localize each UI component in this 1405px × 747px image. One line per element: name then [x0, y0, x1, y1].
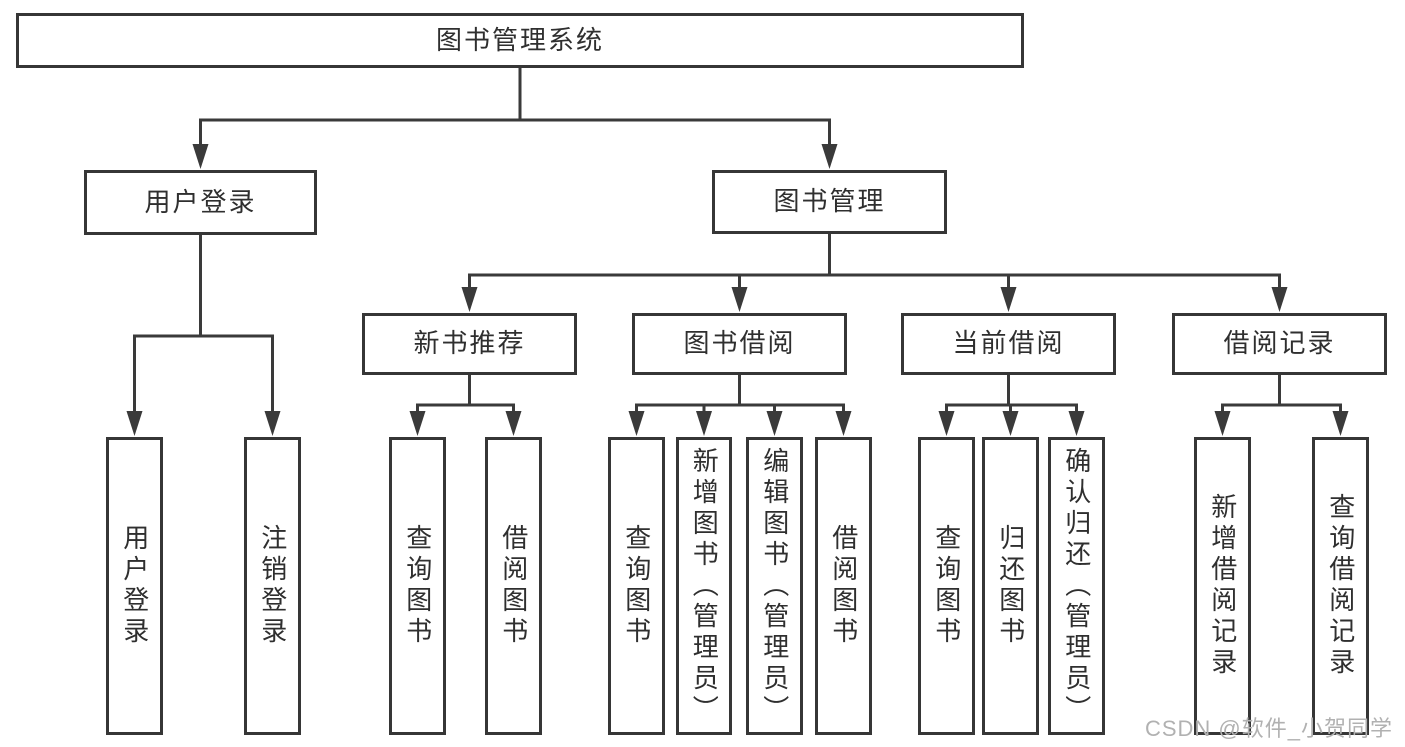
node-label: 确认归还（管理员）	[1061, 446, 1092, 726]
node-label: 借阅记录	[1223, 328, 1336, 359]
node-borrow-records: 借阅记录	[1172, 313, 1387, 375]
node-label: 新增借阅记录	[1207, 493, 1238, 679]
node-leaf-cur-return: 归还图书	[982, 437, 1039, 735]
node-label: 当前借阅	[952, 328, 1065, 359]
node-label: 图书借阅	[683, 328, 796, 359]
node-label: 借阅图书	[828, 524, 859, 648]
node-label: 查询图书	[621, 524, 652, 648]
node-label: 查询借阅记录	[1325, 493, 1356, 679]
node-leaf-bw-edit: 编辑图书（管理员）	[746, 437, 803, 735]
node-leaf-cur-confirm: 确认归还（管理员）	[1048, 437, 1105, 735]
node-book-mgmt: 图书管理	[712, 170, 947, 234]
node-label: 图书管理	[773, 186, 886, 217]
node-label: 新增图书（管理员）	[689, 446, 720, 726]
node-label: 用户登录	[119, 524, 150, 648]
node-leaf-cur-query: 查询图书	[918, 437, 975, 735]
node-label: 新书推荐	[413, 328, 526, 359]
node-label: 编辑图书（管理员）	[759, 446, 790, 726]
node-leaf-nb-borrow: 借阅图书	[485, 437, 542, 735]
node-leaf-user-login: 用户登录	[106, 437, 163, 735]
node-label: 注销登录	[257, 524, 288, 648]
node-leaf-rec-add: 新增借阅记录	[1194, 437, 1251, 735]
node-book-borrow: 图书借阅	[632, 313, 847, 375]
node-label: 图书管理系统	[435, 24, 604, 55]
node-label: 查询图书	[402, 524, 433, 648]
watermark: CSDN @软件_小贺同学	[1144, 716, 1393, 741]
node-leaf-bw-add: 新增图书（管理员）	[676, 437, 732, 735]
node-leaf-logout: 注销登录	[244, 437, 301, 735]
node-user-login: 用户登录	[84, 170, 317, 235]
node-label: 借阅图书	[498, 524, 529, 648]
node-leaf-rec-query: 查询借阅记录	[1312, 437, 1369, 735]
node-new-book-rec: 新书推荐	[362, 313, 577, 375]
node-label: 用户登录	[144, 186, 257, 217]
node-leaf-nb-query: 查询图书	[389, 437, 446, 735]
node-current-borrow: 当前借阅	[901, 313, 1116, 375]
node-label: 查询图书	[931, 524, 962, 648]
node-leaf-bw-borrow: 借阅图书	[815, 437, 872, 735]
node-leaf-bw-query: 查询图书	[608, 437, 665, 735]
node-root: 图书管理系统	[16, 13, 1024, 68]
node-label: 归还图书	[995, 524, 1026, 648]
